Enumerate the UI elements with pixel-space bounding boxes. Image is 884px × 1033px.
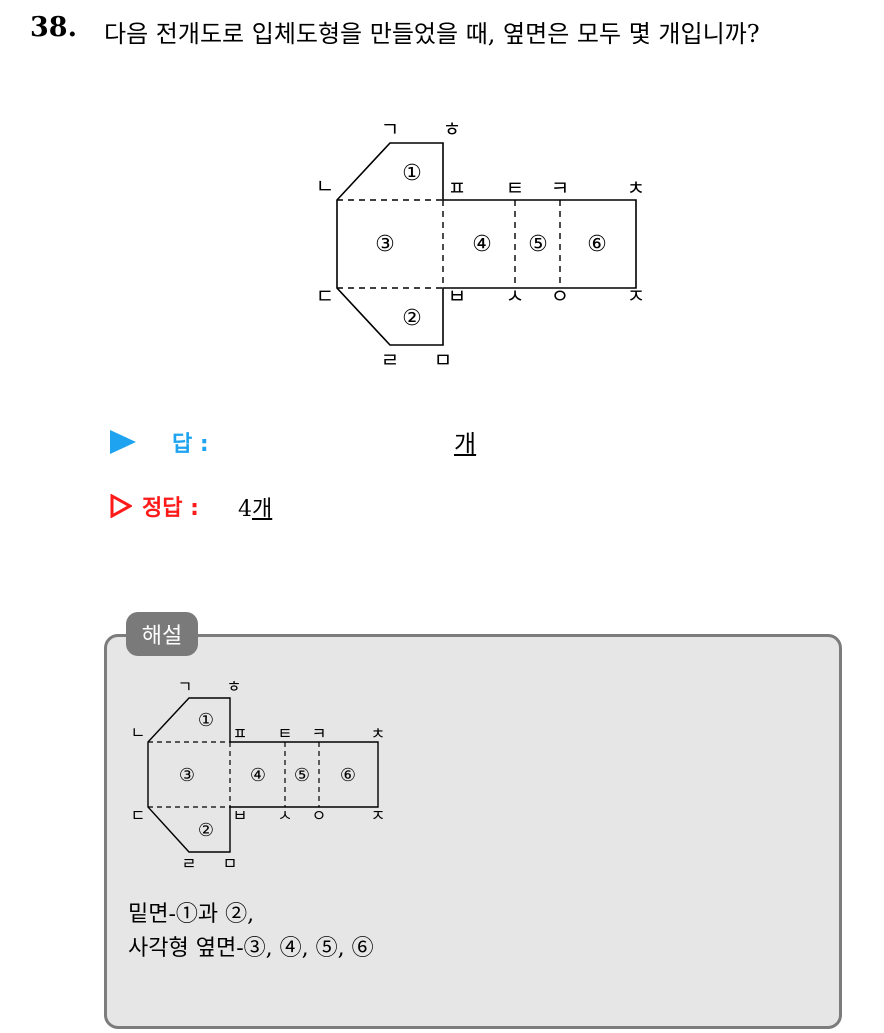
vertex-label-8: ㄷ [316,284,334,308]
solution-vertex-label-6: ㅋ [312,724,327,743]
vertex-label-13: ㄹ [381,348,399,372]
red-triangle-outline-icon [110,494,132,518]
solution-face-label-1: ① [198,710,214,731]
correct-answer-unit: 개 [252,497,273,522]
solution-vertex-label-9: ㅂ [233,806,248,825]
blue-triangle-icon [110,430,136,454]
vertex-label-7: ㅊ [627,176,645,200]
solution-face-label-3: ③ [179,765,195,786]
vertex-label-3: ㄴ [316,174,334,198]
face-label-6: ⑥ [587,232,607,257]
solution-vertex-label-4: ㅍ [233,724,248,743]
correct-answer-row: 정답 : [110,490,199,522]
vertex-label-6: ㅋ [551,176,569,200]
solution-vertex-label-14: ㅁ [223,854,238,873]
answer-label: 답 : [172,432,209,457]
question-text: 다음 전개도로 입체도형을 만들었을 때, 옆면은 모두 몇 개입니까? [104,20,760,48]
face-label-4: ④ [472,232,492,257]
correct-answer-value: 4개 [238,491,272,523]
solution-vertex-label-2: ㅎ [227,677,242,696]
solution-box [104,634,842,1029]
correct-answer-label: 정답 : [142,496,199,521]
solution-vertex-label-1: ㄱ [178,677,193,696]
solution-vertex-label-7: ㅊ [371,724,386,743]
solution-vertex-label-12: ㅈ [371,806,386,825]
solution-vertex-label-8: ㄷ [131,806,146,825]
solution-face-label-2: ② [198,820,214,841]
solution-vertex-label-11: ㅇ [312,806,327,825]
solution-vertex-label-5: ㅌ [278,724,293,743]
face-label-2: ② [402,306,422,331]
solution-face-label-4: ④ [250,765,266,786]
face-label-5: ⑤ [528,232,548,257]
net-diagram: ㄱ ㅎㄴ ㅍ ㅌ ㅋ ㅊㄷ ㅂ ㅅ ㅇ ㅈㄹ ㅁ ① ② ③ ④ ⑤ ⑥ [316,117,645,372]
vertex-label-1: ㄱ [381,117,399,141]
vertex-label-2: ㅎ [443,117,461,141]
vertex-label-4: ㅍ [448,176,466,200]
answer-unit: 개 [454,430,477,458]
vertex-label-9: ㅂ [448,284,466,308]
vertex-label-11: ㅇ [551,284,569,308]
vertex-label-14: ㅁ [434,348,452,372]
solution-vertex-label-3: ㄴ [131,723,146,742]
vertex-label-10: ㅅ [506,284,524,308]
solution-face-label-5: ⑤ [294,765,310,786]
solution-tag: 해설 [126,612,198,656]
answer-row: 답 : [110,426,209,458]
face-label-1: ① [402,161,422,186]
solution-vertex-label-13: ㄹ [182,854,197,873]
face-label-3: ③ [375,232,395,257]
solution-line-1: 밑면-①과 ②, [128,902,255,927]
solution-face-label-6: ⑥ [340,765,356,786]
question-number: 38. [30,12,77,43]
solution-line-2: 사각형 옆면-③, ④, ⑤, ⑥ [128,936,374,961]
solution-vertex-label-10: ㅅ [278,806,293,825]
vertex-label-5: ㅌ [506,176,524,200]
correct-answer-number: 4 [238,497,252,522]
vertex-label-12: ㅈ [627,284,645,308]
